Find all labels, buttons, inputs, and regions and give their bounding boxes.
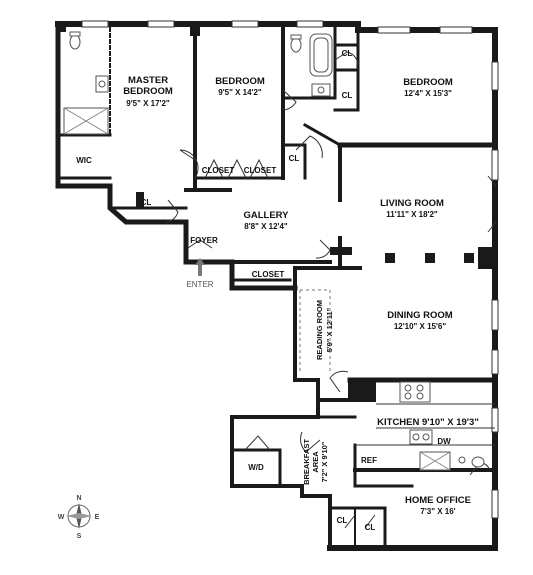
toilet-icon <box>290 37 302 53</box>
breakfast-area-size: 7'2" X 9'10" <box>320 441 329 482</box>
doors <box>165 51 497 529</box>
room-labels: MASTER BEDROOM 9'5" X 17'2" BEDROOM 9'5"… <box>123 75 479 516</box>
living-room-label: LIVING ROOM <box>380 198 444 209</box>
reading-room-label: READING ROOM <box>315 300 324 360</box>
toilet-tank-icon <box>69 31 81 37</box>
range-icon <box>399 381 431 403</box>
home-office-label: HOME OFFICE <box>405 495 471 506</box>
reading-room-size: 5'9" X 12'11" <box>325 307 334 352</box>
bedroom-2-label: BEDROOM <box>215 76 265 87</box>
gallery-label: GALLERY <box>243 210 289 221</box>
dining-room-size: 12'10" X 15'6" <box>394 322 447 331</box>
compass-south: S <box>77 533 82 540</box>
bedroom-2-size: 9'5" X 14'2" <box>218 88 262 97</box>
bedroom-3-size: 12'4" X 15'3" <box>404 89 452 98</box>
closet-label-gallery: CL <box>141 198 152 207</box>
closet-label-bath-upper: CL <box>342 49 353 58</box>
closet-label-bath-lower: CL <box>342 91 353 100</box>
closet-label-bedroom-right: CLOSET <box>244 166 277 175</box>
compass-east: E <box>95 514 100 521</box>
wd-label: W/D <box>248 463 264 472</box>
bedroom-3-label: BEDROOM <box>403 77 453 88</box>
reading-room-openings <box>299 289 331 372</box>
kitchen-counters <box>355 403 495 446</box>
small-labels: WIC CL CLOSET CLOSET CL CL CL FOYER ENTE… <box>76 49 451 532</box>
foyer-label: FOYER <box>190 236 218 245</box>
sink-icon <box>458 456 466 464</box>
dw-label: DW <box>437 437 451 446</box>
toilet-icon <box>69 34 81 50</box>
home-office-size: 7'3" X 16' <box>420 507 455 516</box>
closet-label-office-right: CL <box>365 523 376 532</box>
fixtures <box>63 31 485 471</box>
compass-west: W <box>58 514 65 521</box>
closet-label-hall: CL <box>289 154 300 163</box>
living-room-size: 11'11" X 18'2" <box>386 210 438 219</box>
ref-label: REF <box>361 456 377 465</box>
dining-room-label: DINING ROOM <box>387 310 453 321</box>
entry-arrow-icon <box>195 258 205 276</box>
breakfast-area-label-line2: AREA <box>311 451 320 473</box>
closet-label-foyer: CLOSET <box>252 270 285 279</box>
master-bedroom-size: 9'5" X 17'2" <box>126 99 170 108</box>
walls <box>55 21 498 551</box>
toilet-icon <box>471 456 485 468</box>
master-bedroom-label-line2: BEDROOM <box>123 86 173 97</box>
sink-basin-icon <box>98 80 106 88</box>
wic-label: WIC <box>76 156 92 165</box>
kitchen-label: KITCHEN 9'10" X 19'3" <box>377 417 479 428</box>
master-bedroom-label: MASTER <box>128 75 168 86</box>
breakfast-area-label: BREAKFAST <box>302 439 311 485</box>
windows <box>81 20 499 519</box>
closet-label-bedroom-left: CLOSET <box>202 166 235 175</box>
closet-label-office-left: CL <box>337 516 348 525</box>
compass-icon: N S E W <box>58 495 100 540</box>
kitchen-sink-icon <box>409 429 433 445</box>
columns <box>58 24 494 402</box>
gallery-size: 8'8" X 12'4" <box>244 222 288 231</box>
enter-label: ENTER <box>186 280 213 289</box>
compass-north: N <box>76 495 81 502</box>
